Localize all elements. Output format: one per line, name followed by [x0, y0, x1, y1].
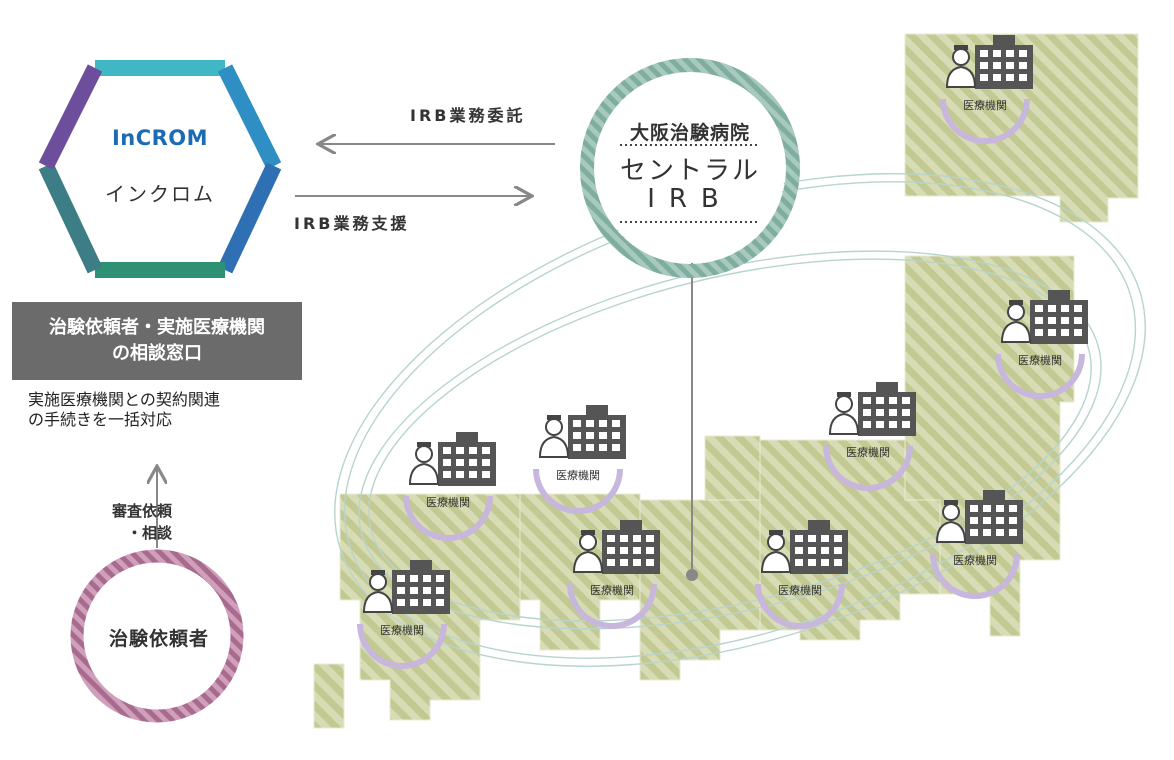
doctor-icon: [538, 415, 570, 458]
institution-ring: [755, 583, 845, 629]
doctor-icon: [945, 45, 977, 88]
hospital-building-icon: [858, 382, 916, 436]
consult-box-line1: 治験依頼者・実施医療機関: [49, 317, 265, 338]
medical-institution: 医療機関: [755, 520, 848, 629]
hospital-building-icon: [1030, 290, 1088, 344]
irb-connector-dot: [686, 569, 698, 581]
consult-description: 実施医療機関との契約関連 の手続きを一括対応: [28, 390, 308, 430]
hospital-building-icon: [392, 560, 450, 614]
doctor-icon: [1000, 300, 1032, 343]
hospital-building-icon: [975, 35, 1033, 89]
institution-label: 医療機関: [426, 495, 470, 509]
institution-label: 医療機関: [1018, 353, 1062, 367]
medical-institution: 医療機関: [930, 490, 1023, 599]
review-request-label: 審査依頼 ・相談: [42, 500, 172, 544]
irb-title: 大阪治験病院: [629, 122, 750, 144]
hospital-building-icon: [568, 405, 626, 459]
review-label-line1: 審査依頼: [111, 502, 172, 520]
institution-ring: [940, 98, 1030, 144]
institution-ring: [823, 445, 913, 491]
institutions-group: 医療機関医療機関医療機関医療機関医療機関医療機関医療機関医療機関医療機関: [357, 35, 1088, 669]
irb-subtitle-irb: IRB: [647, 184, 733, 214]
institution-label: 医療機関: [953, 553, 997, 567]
medical-institution: 医療機関: [403, 432, 496, 541]
review-label-line2: ・相談: [126, 524, 172, 542]
medical-institution: 医療機関: [995, 290, 1088, 399]
institution-label: 医療機関: [556, 468, 600, 482]
institution-ring: [533, 468, 623, 514]
consult-box: 治験依頼者・実施医療機関 の相談窓口: [12, 302, 302, 380]
institution-label: 医療機関: [778, 583, 822, 597]
medical-institution: 医療機関: [533, 405, 626, 514]
doctor-icon: [828, 392, 860, 435]
arrow-label-support: IRB業務支援: [294, 214, 410, 233]
medical-institution: 医療機関: [823, 382, 916, 491]
institution-ring: [995, 353, 1085, 399]
consult-box-line2: の相談窓口: [112, 343, 202, 364]
doctor-icon: [760, 530, 792, 573]
consult-description-line2: の手続きを一括対応: [28, 410, 173, 429]
institution-label: 医療機関: [590, 583, 634, 597]
central-irb-ring: [580, 58, 800, 278]
hospital-building-icon: [602, 520, 660, 574]
institution-label: 医療機関: [963, 98, 1007, 112]
incrom-name: インクロム: [105, 182, 215, 206]
doctor-icon: [408, 442, 440, 485]
medical-institution: 医療機関: [940, 35, 1033, 144]
medical-institution: 医療機関: [357, 560, 450, 669]
institution-ring: [567, 583, 657, 629]
doctor-icon: [572, 530, 604, 573]
hospital-building-icon: [790, 520, 848, 574]
hospital-building-icon: [965, 490, 1023, 544]
institution-label: 医療機関: [846, 445, 890, 459]
institution-ring: [357, 623, 447, 669]
institution-ring: [403, 495, 493, 541]
incrom-hexagon: [38, 60, 282, 278]
incrom-logo: InCROM: [111, 126, 209, 150]
irb-subtitle-central: セントラル: [619, 156, 760, 186]
institution-label: 医療機関: [380, 623, 424, 637]
sponsor-ring: [70, 549, 244, 723]
arrow-label-delegation: IRB業務委託: [410, 106, 526, 125]
doctor-icon: [935, 500, 967, 543]
institution-ring: [930, 553, 1020, 599]
medical-institution: 医療機関: [567, 520, 660, 629]
doctor-icon: [362, 570, 394, 613]
consult-description-line1: 実施医療機関との契約関連: [28, 390, 220, 409]
hospital-building-icon: [438, 432, 496, 486]
sponsor-label: 治験依頼者: [108, 628, 209, 650]
